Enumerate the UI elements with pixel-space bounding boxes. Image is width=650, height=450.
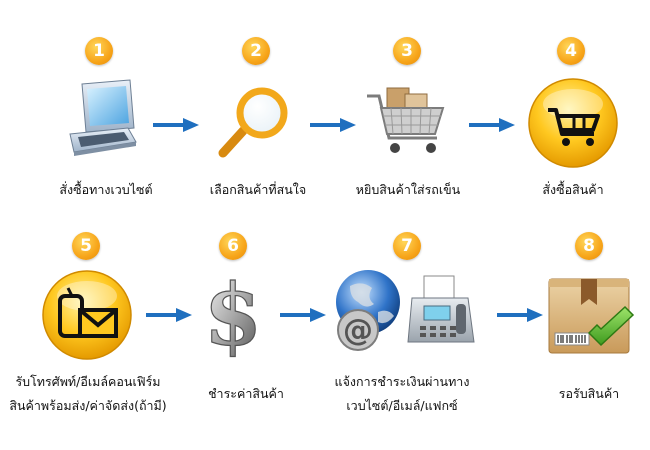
step-label-line-1: รับโทรศัพท์/อีเมล์คอนเฟิร์ม xyxy=(15,374,161,389)
step-label: ชำระค่าสินค้า xyxy=(208,386,284,401)
step-label-line-1: แจ้งการชำระเงินผ่านทาง xyxy=(334,374,470,389)
arrow-right-icon xyxy=(310,118,356,132)
step-number-badge: 6 xyxy=(219,232,247,260)
step-number-badge: 7 xyxy=(393,232,421,260)
step-label: รอรับสินค้า xyxy=(558,386,620,401)
step-number-badge: 8 xyxy=(575,232,603,260)
step-label-line-2: เวบไซต์/อีเมล์/แฟกซ์ xyxy=(346,398,458,413)
dollar-sign-icon: $ xyxy=(203,270,263,358)
package-check-icon xyxy=(548,278,635,354)
step-number-badge: 2 xyxy=(242,37,270,65)
step-number-badge: 5 xyxy=(72,232,100,260)
step-number-badge: 4 xyxy=(557,37,585,65)
step-number-badge: 1 xyxy=(85,37,113,65)
arrow-right-icon xyxy=(280,308,326,322)
arrow-right-icon xyxy=(146,308,192,322)
globe-fax-icon: @ xyxy=(336,270,475,351)
step-label: หยิบสินค้าใส่รถเข็น xyxy=(355,182,461,197)
phone-mail-icon xyxy=(42,270,132,360)
cart-button-icon xyxy=(528,78,618,168)
step-label-line-2: สินค้าพร้อมส่ง/ค่าจัดส่ง(ถ้ามี) xyxy=(9,398,167,413)
step-number-badge: 3 xyxy=(393,37,421,65)
step-label: เลือกสินค้าที่สนใจ xyxy=(209,182,307,197)
arrow-right-icon xyxy=(497,308,543,322)
arrow-right-icon xyxy=(153,118,199,132)
arrow-right-icon xyxy=(469,118,515,132)
shopping-cart-icon xyxy=(367,87,445,153)
svg-text:$: $ xyxy=(204,270,262,358)
step-label: สั่งซื้อสินค้า xyxy=(542,182,604,197)
svg-text:@: @ xyxy=(343,313,373,348)
laptop-icon xyxy=(69,79,137,156)
magnifier-icon xyxy=(218,87,288,158)
step-label: สั่งซื้อทางเวบไซต์ xyxy=(59,182,153,197)
